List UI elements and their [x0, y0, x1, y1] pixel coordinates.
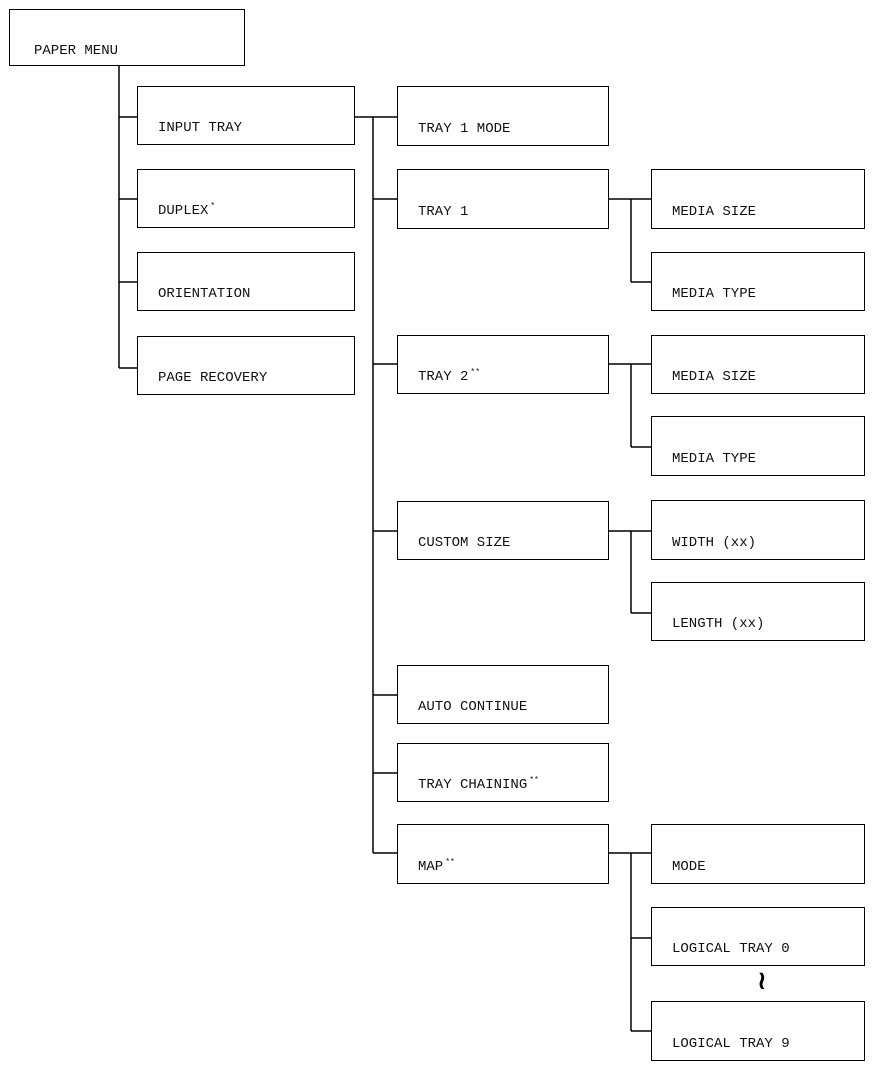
node-tray-1: TRAY 1: [397, 169, 609, 229]
node-label: MEDIA TYPE: [672, 451, 757, 467]
node-label: MAP: [418, 859, 444, 875]
node-label: CUSTOM SIZE: [418, 535, 511, 551]
node-length: LENGTH (xx): [651, 582, 865, 641]
node-page-recovery: PAGE RECOVERY: [137, 336, 355, 395]
node-paper-menu: PAPER MENU: [9, 9, 245, 66]
node-label: TRAY 2: [418, 369, 469, 385]
node-label: AUTO CONTINUE: [418, 699, 528, 715]
node-orientation: ORIENTATION: [137, 252, 355, 311]
node-label: LOGICAL TRAY 0: [672, 941, 790, 957]
node-footnote-marker: *: [210, 202, 216, 212]
ellipsis-glyph: ≀: [757, 966, 767, 996]
node-label: PAGE RECOVERY: [158, 370, 268, 386]
node-logical-tray-0: LOGICAL TRAY 0: [651, 907, 865, 966]
node-auto-continue: AUTO CONTINUE: [397, 665, 609, 724]
node-label: LENGTH (xx): [672, 616, 765, 632]
node-label: INPUT TRAY: [158, 120, 243, 136]
node-tray-chaining: TRAY CHAINING**: [397, 743, 609, 802]
node-logical-tray-9: LOGICAL TRAY 9: [651, 1001, 865, 1061]
node-label: MODE: [672, 859, 706, 875]
node-map: MAP**: [397, 824, 609, 884]
node-custom-size: CUSTOM SIZE: [397, 501, 609, 560]
node-mode: MODE: [651, 824, 865, 884]
node-footnote-marker: **: [529, 776, 539, 786]
node-label: LOGICAL TRAY 9: [672, 1036, 790, 1052]
node-label: MEDIA SIZE: [672, 369, 757, 385]
node-duplex: DUPLEX*: [137, 169, 355, 228]
node-label: PAPER MENU: [34, 43, 119, 59]
node-input-tray: INPUT TRAY: [137, 86, 355, 145]
node-footnote-marker: **: [470, 368, 481, 378]
node-tray-2-media-size: MEDIA SIZE: [651, 335, 865, 394]
node-tray-1-media-type: MEDIA TYPE: [651, 252, 865, 311]
node-label: WIDTH (xx): [672, 535, 757, 551]
node-footnote-marker: **: [445, 858, 455, 868]
node-tray-1-mode: TRAY 1 MODE: [397, 86, 609, 146]
node-label: ORIENTATION: [158, 286, 251, 302]
node-label: MEDIA SIZE: [672, 204, 757, 220]
node-width: WIDTH (xx): [651, 500, 865, 560]
node-tray-2-media-type: MEDIA TYPE: [651, 416, 865, 476]
node-label: DUPLEX: [158, 203, 209, 219]
node-label: TRAY CHAINING: [418, 777, 528, 793]
node-tray-1-media-size: MEDIA SIZE: [651, 169, 865, 229]
node-label: MEDIA TYPE: [672, 286, 757, 302]
node-label: TRAY 1 MODE: [418, 121, 511, 137]
node-label: TRAY 1: [418, 204, 469, 220]
node-tray-2: TRAY 2**: [397, 335, 609, 394]
